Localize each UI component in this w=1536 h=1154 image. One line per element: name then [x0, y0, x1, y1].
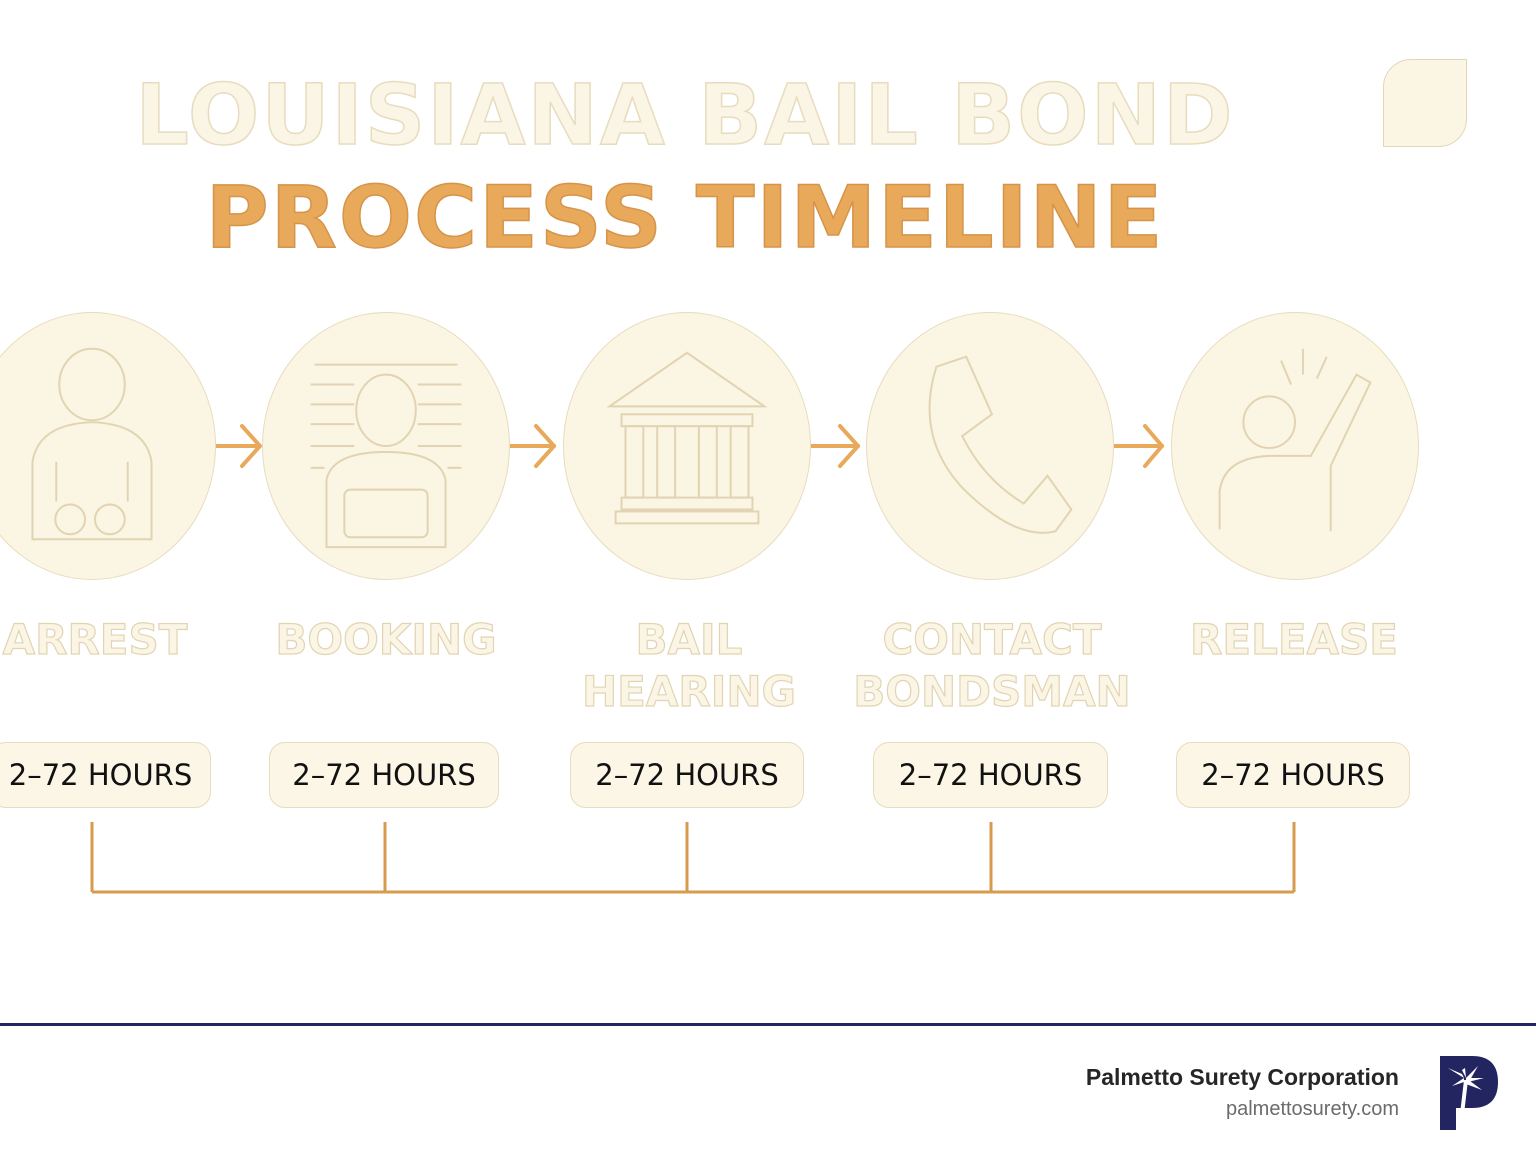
arrow-1 — [214, 424, 262, 468]
duration-pill-release: 2–72 HOURS — [1176, 742, 1410, 808]
step-circle-booking — [262, 312, 510, 580]
duration-pill-arrest: 2–72 HOURS — [0, 742, 211, 808]
timeline-bracket — [90, 822, 1296, 894]
step-label-contact-bondsman: CONTACT BONDSMAN — [853, 614, 1132, 716]
courthouse-icon — [606, 351, 768, 525]
step-label-bail-hearing: BAIL HEARING — [581, 614, 796, 716]
celebrating-person-icon — [1218, 348, 1372, 532]
step-label-release: RELEASE — [1189, 614, 1398, 664]
step-label-arrest: ARREST — [2, 614, 188, 664]
duration-pill-booking: 2–72 HOURS — [269, 742, 499, 808]
step-circle-bail-hearing — [563, 312, 811, 580]
handcuffed-person-icon — [31, 347, 153, 541]
palmetto-p-logo-icon — [1440, 1056, 1498, 1130]
duration-pill-contact-bondsman: 2–72 HOURS — [873, 742, 1108, 808]
title-line-1: LOUISIANA BAIL BOND — [135, 65, 1235, 165]
duration-pill-bail-hearing: 2–72 HOURS — [570, 742, 804, 808]
step-circle-arrest — [0, 312, 216, 580]
phone-icon — [928, 355, 1073, 534]
corner-leaf-badge — [1383, 59, 1467, 147]
arrow-3 — [810, 424, 860, 468]
step-circle-release — [1171, 312, 1419, 580]
arrow-4 — [1113, 424, 1164, 468]
company-name: Palmetto Surety Corporation — [1085, 1064, 1399, 1090]
step-circle-contact-bondsman — [866, 312, 1114, 580]
mugshot-person-icon — [310, 363, 462, 549]
footer-divider — [0, 1023, 1536, 1026]
arrow-2 — [508, 424, 556, 468]
step-label-booking: BOOKING — [275, 614, 497, 664]
title-line-2: PROCESS TIMELINE — [205, 167, 1165, 269]
company-url: palmettosurety.com — [1225, 1098, 1399, 1120]
